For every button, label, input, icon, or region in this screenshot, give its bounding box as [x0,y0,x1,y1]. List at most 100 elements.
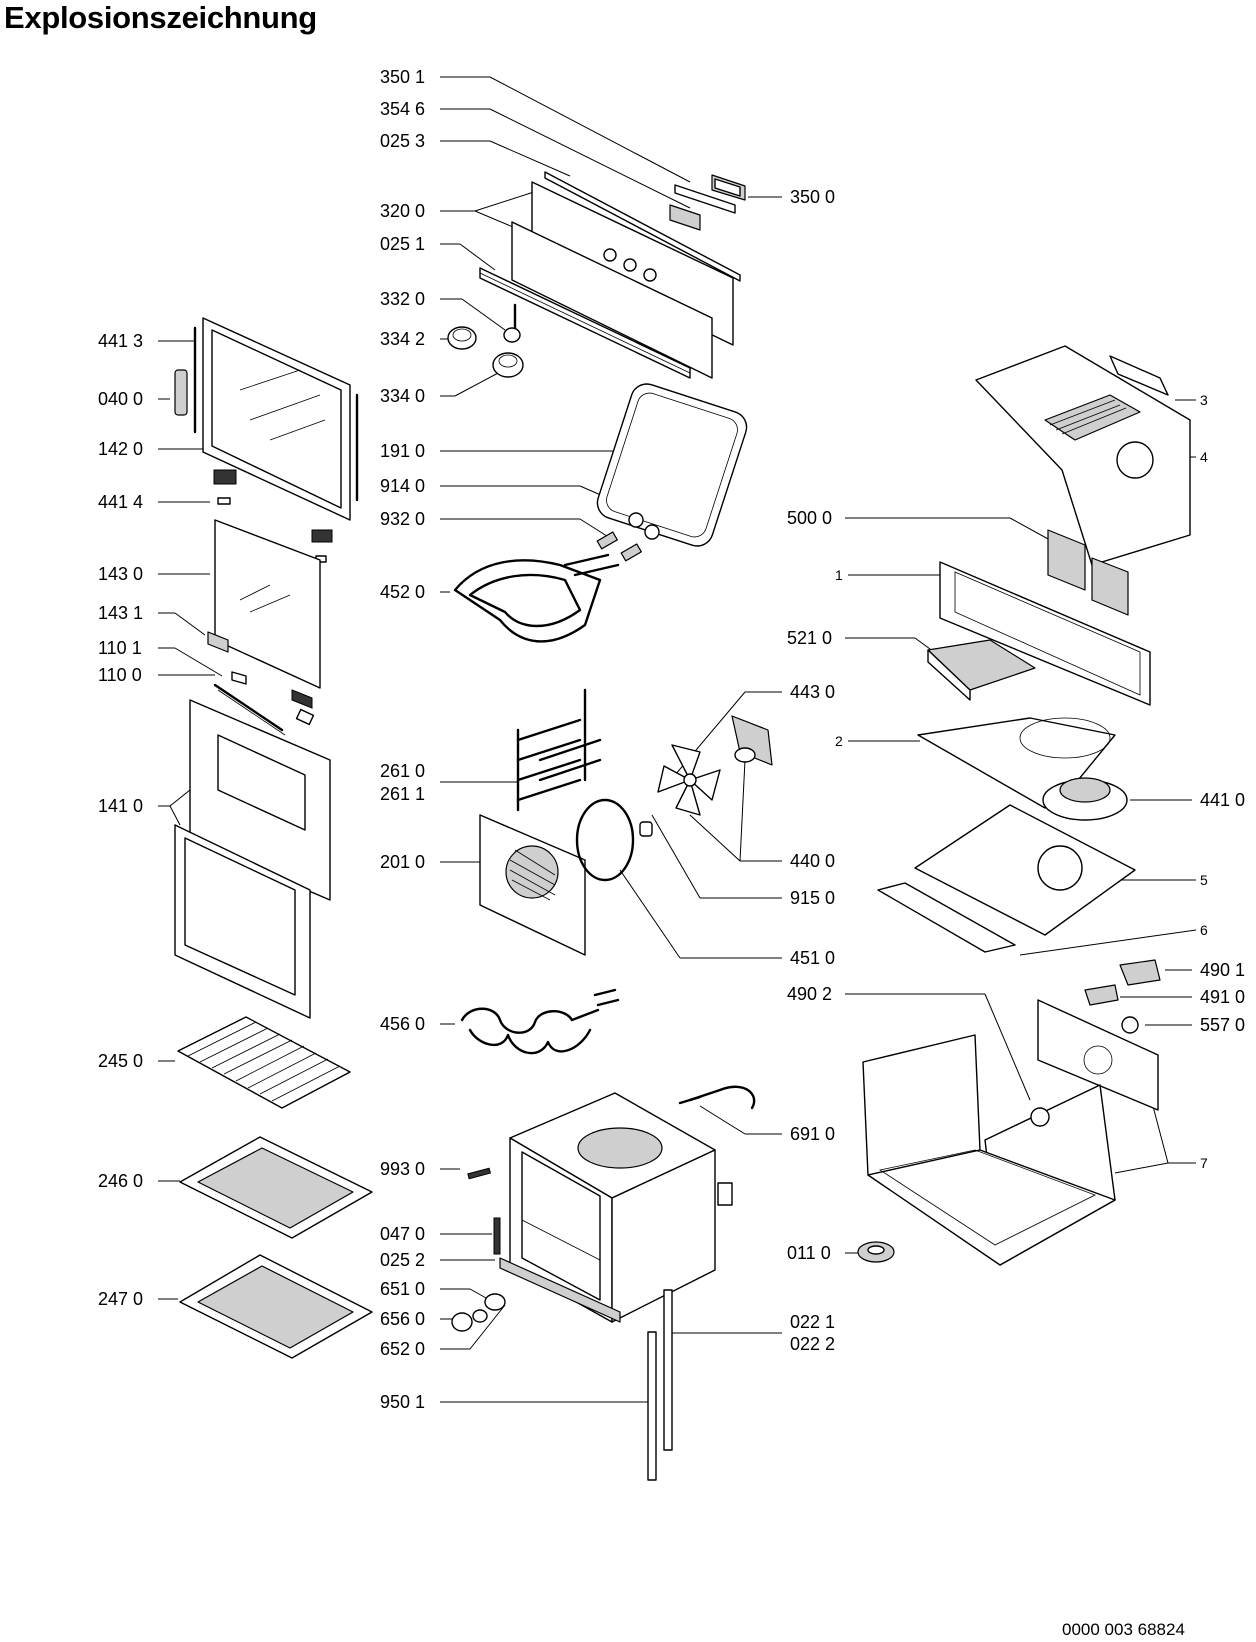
callout-441-3: 441 3 [98,331,143,351]
callout-334-2: 334 2 [380,329,425,349]
callout-932-0: 932 0 [380,509,425,529]
bottom-rail-025-2 [499,1257,621,1323]
callout-025-3: 025 3 [380,131,425,151]
callout-025-1: 025 1 [380,234,425,254]
switch-332-0 [503,327,521,343]
oven-door-assembly [174,317,359,1019]
terminal-491-0 [1084,984,1119,1006]
callout-143-1: 143 1 [98,603,143,623]
control-panel-assembly [447,171,746,379]
callout-022-2: 022 2 [790,1334,835,1354]
spring-932-0 [596,531,618,550]
side-rail-950-1 [647,1331,657,1481]
callout-246-0: 246 0 [98,1171,143,1191]
display-cover [669,204,701,231]
callouts-right: 3 4 500 0 1 521 0 2 441 0 5 6 490 1 490 … [787,392,1245,1263]
top-cover-4 [975,345,1191,566]
callout-652-0: 652 0 [380,1339,425,1359]
bracket-047-0 [493,1217,501,1255]
callout-110-1: 110 1 [98,638,142,658]
glass-pane-143-0 [214,519,321,689]
callout-261-0: 261 0 [380,761,425,781]
front-frame-1 [939,561,1151,706]
callout-452-0: 452 0 [380,582,425,602]
lamp-651-0 [484,1293,506,1311]
callout-245-0: 245 0 [98,1051,143,1071]
callout-247-0: 247 0 [98,1289,143,1309]
callout-110-0: 110 0 [98,665,142,685]
callout-334-0: 334 0 [380,386,425,406]
callout-350-0: 350 0 [790,187,835,207]
callout-656-0: 656 0 [380,1309,425,1329]
callout-500-0: 500 0 [787,508,832,528]
strip-6 [877,882,1016,953]
fan-blade-440-0 [657,744,721,816]
callout-022-1: 022 1 [790,1312,835,1332]
callout-490-2: 490 2 [787,984,832,1004]
callout-141-0: 141 0 [98,796,143,816]
connector-490-1 [1119,959,1161,986]
handle-110-0 [213,683,284,732]
interior-parts [451,383,773,1481]
page-title: Explosionszeichnung [4,0,317,35]
bracket-3 [1109,355,1169,396]
clip-143-1 [207,631,229,653]
callout-451-0: 451 0 [790,948,835,968]
ring-element-451-0 [575,798,635,882]
knob-334-0 [492,352,524,378]
callout-950-1: 950 1 [380,1392,425,1412]
callout-2: 2 [835,733,843,749]
callout-915-0: 915 0 [790,888,835,908]
callout-261-1: 261 1 [380,784,425,804]
accessories [177,1016,373,1359]
door-hinge-040-0 [174,369,188,416]
callout-490-1: 490 1 [1200,960,1245,980]
display-bracket-354-6 [674,184,736,214]
callout-4: 4 [1200,449,1208,465]
callout-320-0: 320 0 [380,201,425,221]
wire-rack-245-0 [177,1016,351,1109]
screw-993-0 [467,1167,492,1180]
callout-3: 3 [1200,392,1208,408]
callout-6: 6 [1200,922,1208,938]
shelf-supports-261 [516,688,602,812]
grill-element-452-0 [453,559,602,643]
callout-7: 7 [1200,1155,1208,1171]
callout-332-0: 332 0 [380,289,425,309]
fan-nut-915-0 [639,821,653,837]
callout-354-6: 354 6 [380,99,425,119]
callout-025-2: 025 2 [380,1250,425,1270]
callout-441-4: 441 4 [98,492,143,512]
hinge-clip-right [311,529,333,543]
callout-993-0: 993 0 [380,1159,425,1179]
control-panel-inner [511,221,713,379]
meat-probe-691-0 [688,1085,756,1110]
callout-5: 5 [1200,872,1208,888]
callout-191-0: 191 0 [380,441,425,461]
callout-1: 1 [835,567,843,583]
callout-047-0: 047 0 [380,1224,425,1244]
grommet-490-2 [1030,1107,1050,1127]
callouts-left: 441 3 040 0 142 0 441 4 143 0 143 1 110 … [98,331,223,1309]
callout-456-0: 456 0 [380,1014,425,1034]
spacer-441-4 [217,497,231,505]
callout-557-0: 557 0 [1200,1015,1245,1035]
callout-040-0: 040 0 [98,389,143,409]
callout-651-0: 651 0 [380,1279,425,1299]
lamp-glass-652-0 [472,1309,488,1323]
document-number: 0000 003 68824 [1062,1620,1185,1639]
cabinet-parts [857,345,1191,1266]
callouts-center: 350 1 354 6 025 3 350 0 320 0 025 1 332 … [380,67,835,1412]
trim-strip-025-3 [544,171,741,282]
plate-5 [914,804,1136,936]
hinge-clip [213,469,237,485]
callout-914-0: 914 0 [380,476,425,496]
bottom-element-456-0 [460,1007,600,1034]
callout-491-0: 491 0 [1200,987,1245,1007]
callout-011-0: 011 0 [787,1243,831,1263]
callout-521-0: 521 0 [787,628,832,648]
side-rail-022 [663,1289,673,1451]
callout-201-0: 201 0 [380,852,425,872]
callout-142-0: 142 0 [98,439,143,459]
